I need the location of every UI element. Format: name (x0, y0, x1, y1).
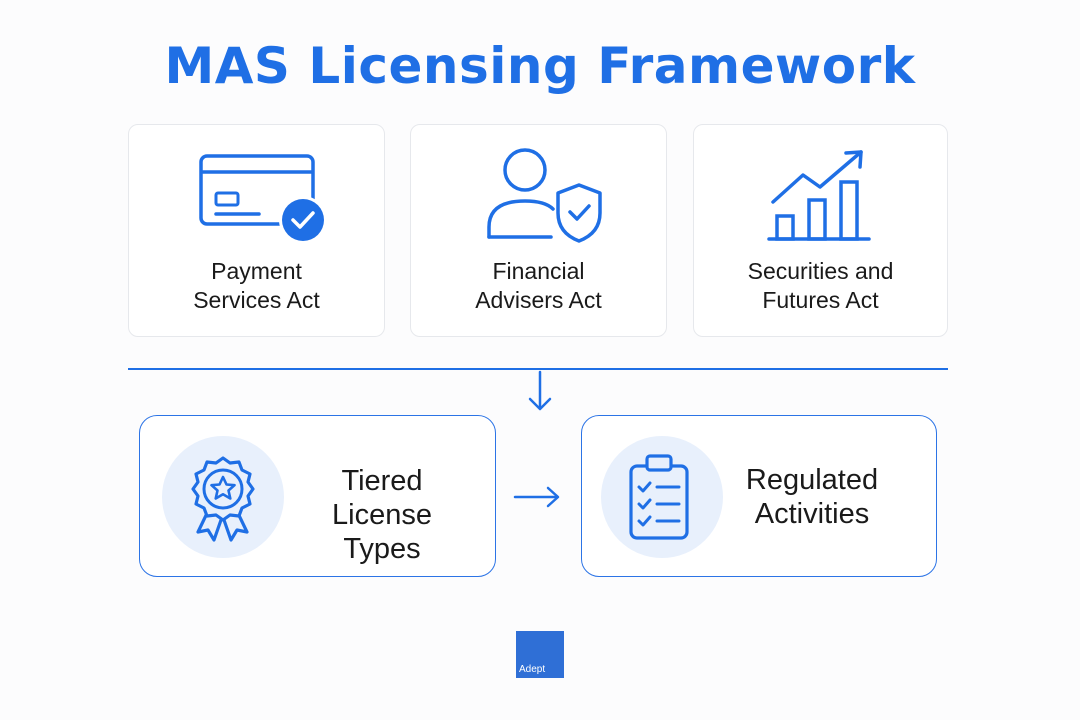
icon-circle (162, 436, 284, 558)
page-title: MAS Licensing Framework (164, 37, 916, 95)
user-shield-icon (411, 145, 666, 255)
adept-logo: Adept (516, 631, 564, 678)
growth-chart-icon (694, 145, 947, 255)
award-ribbon-icon (191, 456, 255, 542)
clipboard-checklist-icon (629, 454, 689, 540)
credit-card-check-icon (129, 145, 384, 255)
card-financial-advisers-act: Financial Advisers Act (410, 124, 667, 337)
logo-text: Adept (519, 664, 546, 675)
divider-line (128, 368, 948, 370)
box-label: Regulated Activities (745, 464, 879, 530)
arrow-right-icon (513, 486, 560, 508)
arrow-down-icon (528, 370, 552, 411)
box-label: Tiered License Types (332, 465, 432, 565)
card-payment-services-act: Payment Services Act (128, 124, 385, 337)
card-label: Financial Advisers Act (475, 258, 602, 313)
box-regulated-activities: Regulated Activities (581, 415, 937, 577)
box-tiered-license-types: Tiered License Types (139, 415, 496, 577)
card-securities-and-futures-act: Securities and Futures Act (693, 124, 948, 337)
icon-circle (601, 436, 723, 558)
card-label: Securities and Futures Act (747, 258, 894, 313)
card-label: Payment Services Act (193, 258, 320, 313)
